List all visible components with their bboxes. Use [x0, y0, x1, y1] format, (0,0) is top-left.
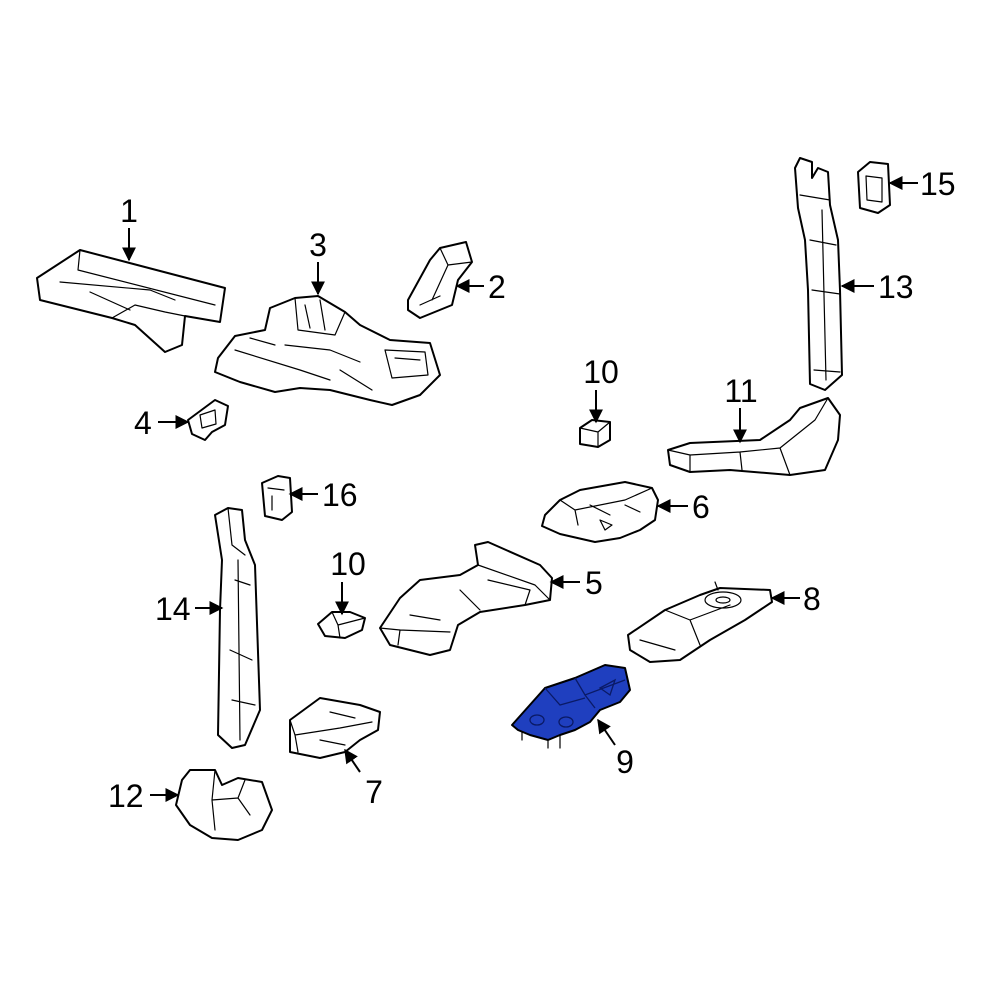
callout-7-label: 7 [365, 774, 383, 810]
callout-10-lower-label: 10 [330, 546, 366, 582]
part-13-vertical-duct[interactable] [794, 157, 843, 391]
callout-15: 15 [888, 166, 956, 202]
callout-16: 16 [288, 477, 358, 513]
part-8-bracket[interactable] [627, 581, 773, 663]
callout-2: 2 [455, 269, 506, 305]
callout-10-lower: 10 [330, 546, 366, 616]
part-6-bracket[interactable] [541, 481, 659, 543]
callout-12: 12 [108, 778, 180, 814]
part-4-clip[interactable] [187, 399, 229, 441]
part-5-duct[interactable] [379, 541, 553, 656]
callout-9-label: 9 [616, 744, 634, 780]
callout-2-label: 2 [488, 269, 506, 305]
part-2-duct[interactable] [407, 241, 473, 319]
callout-10-upper-label: 10 [583, 354, 619, 390]
callout-14-label: 14 [155, 591, 191, 627]
part-16-clip[interactable] [261, 475, 293, 521]
callout-1-label: 1 [120, 193, 138, 229]
callout-11-label: 11 [724, 373, 757, 409]
callout-16-label: 16 [322, 477, 358, 513]
part-3-hvac-housing[interactable] [214, 295, 441, 406]
callout-9: 9 [597, 718, 634, 780]
callout-14: 14 [155, 591, 224, 627]
part-11-duct[interactable] [667, 397, 841, 476]
callout-6-label: 6 [692, 489, 710, 525]
callout-1: 1 [120, 193, 138, 262]
part-9-bracket-highlighted[interactable] [511, 664, 631, 749]
callout-4: 4 [134, 405, 190, 441]
part-10-clip-lower[interactable] [317, 611, 366, 639]
part-1-duct[interactable] [36, 249, 226, 353]
callout-5: 5 [549, 565, 603, 601]
callout-6: 6 [656, 489, 710, 525]
part-7-bracket[interactable] [289, 697, 381, 759]
callout-11: 11 [724, 373, 758, 444]
callout-3: 3 [309, 227, 327, 296]
callout-8-label: 8 [803, 581, 821, 617]
callout-12-label: 12 [108, 778, 144, 814]
callout-5-label: 5 [585, 565, 603, 601]
part-12-bracket[interactable] [175, 769, 273, 841]
callout-3-label: 3 [309, 227, 327, 263]
callout-7: 7 [344, 748, 383, 810]
callout-13-label: 13 [878, 269, 914, 305]
callout-8: 8 [770, 581, 821, 617]
part-14-vertical-duct[interactable] [214, 507, 261, 749]
callout-10-upper: 10 [583, 354, 619, 424]
callout-4-label: 4 [134, 405, 152, 441]
part-15-grille[interactable] [857, 161, 891, 214]
callout-15-label: 15 [920, 166, 956, 202]
part-10-clip-upper[interactable] [579, 419, 611, 448]
callout-13: 13 [840, 269, 914, 305]
